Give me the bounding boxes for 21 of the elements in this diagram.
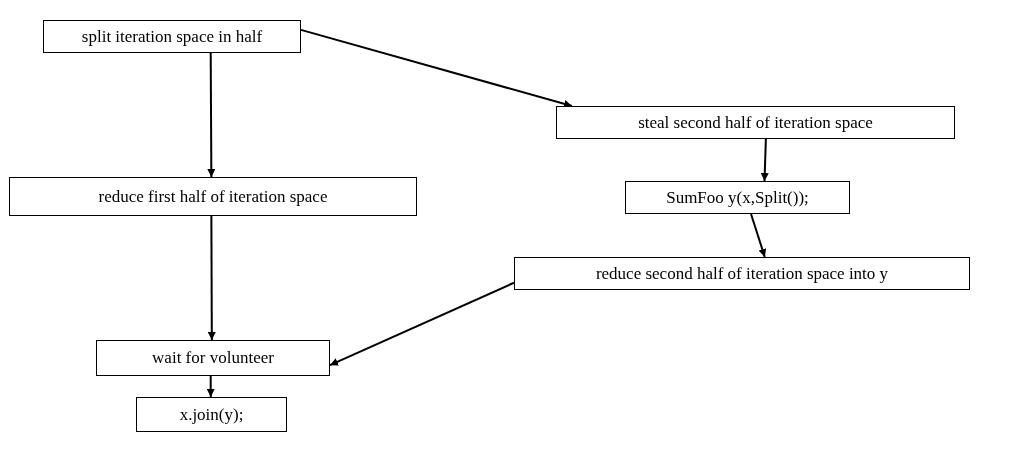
process-box bbox=[96, 340, 330, 376]
box-label: wait for volunteer bbox=[152, 348, 274, 368]
box-label: reduce first half of iteration space bbox=[98, 186, 328, 207]
process-box bbox=[43, 20, 301, 53]
arrow bbox=[207, 215, 216, 341]
arrow bbox=[207, 52, 216, 178]
process-box bbox=[625, 181, 850, 214]
box-label: x.join(y); bbox=[179, 404, 244, 425]
box-label: SumFoo y(x,Split()); bbox=[666, 187, 809, 208]
process-box bbox=[136, 397, 287, 432]
process-box bbox=[556, 106, 955, 139]
process-box bbox=[9, 177, 417, 216]
process-box bbox=[514, 257, 970, 290]
arrow bbox=[760, 138, 769, 182]
arrow bbox=[329, 281, 515, 367]
box-label: steal second half of iteration space bbox=[638, 112, 873, 133]
box-label: reduce second half of iteration space into y bbox=[595, 263, 889, 284]
arrow bbox=[750, 213, 767, 258]
arrow bbox=[300, 28, 573, 108]
box-label: split iteration space in half bbox=[81, 26, 263, 47]
arrow bbox=[206, 375, 215, 398]
